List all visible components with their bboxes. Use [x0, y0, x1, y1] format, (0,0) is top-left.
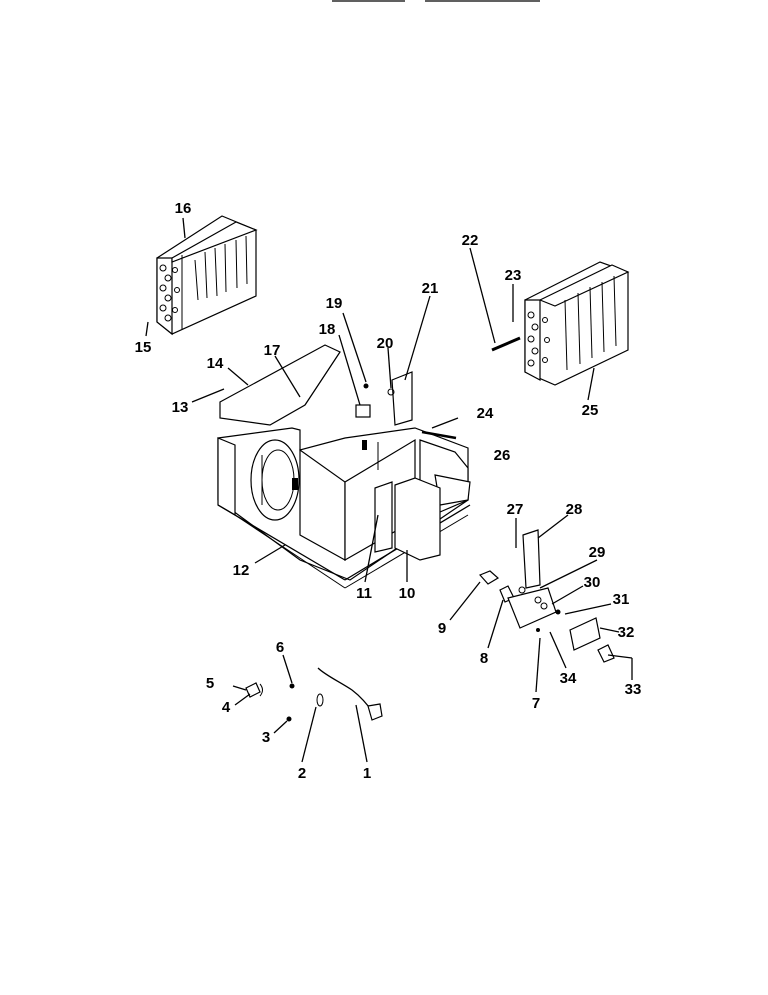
callout-26: 26 [494, 447, 511, 464]
callout-28: 28 [566, 501, 583, 518]
leader-lines [145, 217, 633, 763]
callout-34: 34 [560, 670, 577, 687]
left-coil-part [156, 215, 258, 336]
callout-19: 19 [326, 295, 343, 312]
callout-25: 25 [582, 402, 599, 419]
callout-24: 24 [477, 405, 494, 422]
callout-31: 31 [613, 591, 630, 608]
callout-29: 29 [589, 544, 606, 561]
callout-11: 11 [356, 585, 372, 602]
callout-4: 4 [222, 699, 231, 716]
callout-22: 22 [462, 232, 479, 249]
top-cover-part [219, 344, 341, 426]
right-coil-part [524, 261, 630, 386]
callout-15: 15 [135, 339, 152, 356]
callout-2: 2 [298, 765, 306, 782]
callout-6: 6 [276, 639, 284, 656]
callout-21: 21 [422, 280, 439, 297]
callout-23: 23 [505, 267, 522, 284]
callout-labels: 1 2 3 4 5 6 7 8 9 10 11 12 13 14 15 16 1… [135, 200, 642, 782]
bracket-parts [355, 371, 413, 426]
callout-7: 7 [532, 695, 540, 712]
callout-12: 12 [233, 562, 250, 579]
callout-20: 20 [377, 335, 394, 352]
callout-16: 16 [175, 200, 192, 217]
callout-9: 9 [438, 620, 446, 637]
callout-32: 32 [618, 624, 635, 641]
callout-30: 30 [584, 574, 601, 591]
callout-1: 1 [363, 765, 371, 782]
callout-8: 8 [480, 650, 488, 667]
rod-24-part [421, 430, 457, 440]
front-panel-part [374, 477, 441, 561]
callout-27: 27 [507, 501, 524, 518]
cord-parts [245, 667, 383, 722]
callout-10: 10 [399, 585, 416, 602]
callout-33: 33 [625, 681, 642, 698]
callout-18: 18 [319, 321, 336, 338]
callout-5: 5 [206, 675, 214, 692]
rod-part [491, 336, 521, 352]
callout-17: 17 [264, 342, 281, 359]
callout-13: 13 [172, 399, 189, 416]
callout-14: 14 [207, 355, 224, 372]
control-parts [478, 529, 615, 663]
callout-3: 3 [262, 729, 270, 746]
